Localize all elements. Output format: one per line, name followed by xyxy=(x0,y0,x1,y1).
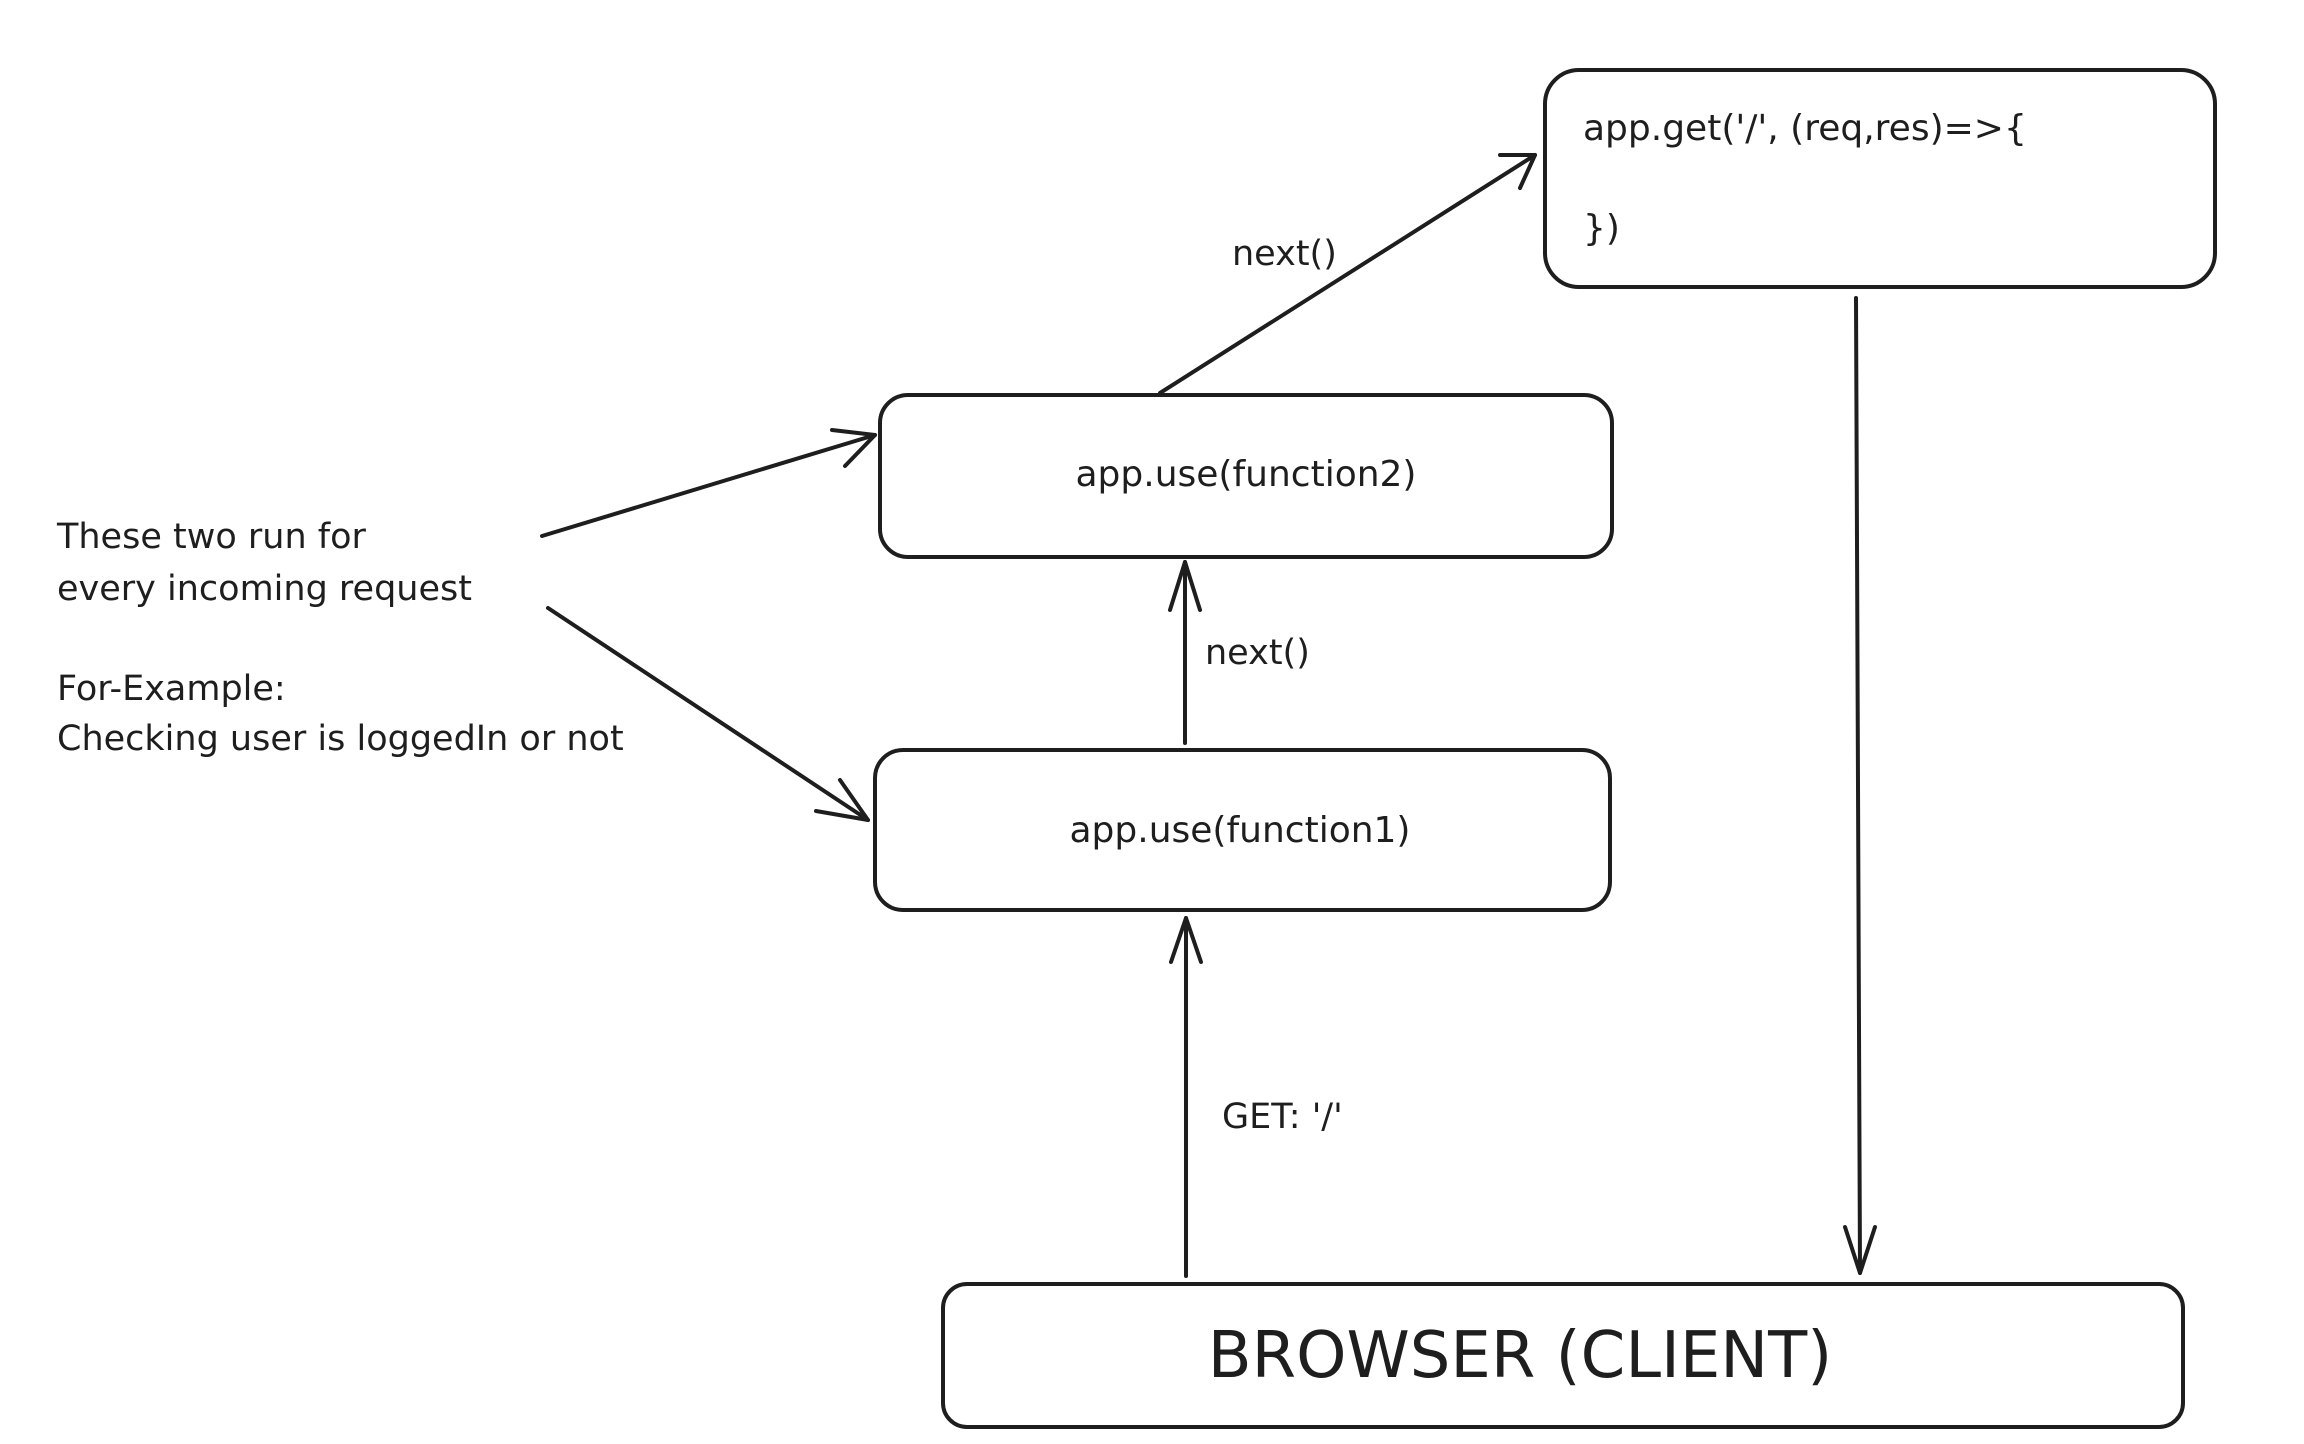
annotation-arrow-to-middleware1 xyxy=(546,606,870,822)
route-handler-code-line1: app.get('/', (req,res)=>{ xyxy=(1583,108,2027,149)
middleware2-label: app.use(function2) xyxy=(1076,454,1417,495)
annotation-line2: every incoming request xyxy=(57,569,472,609)
edge-label-next-upper: next() xyxy=(1232,234,1337,274)
annotation-line1: These two run for xyxy=(56,517,366,557)
middleware1-box xyxy=(873,748,1612,912)
annotation-arrow-to-middleware2 xyxy=(540,428,877,538)
arrow-request-to-middleware1 xyxy=(1169,916,1203,1278)
arrow-next-to-middleware2 xyxy=(1168,560,1202,745)
client-node: BROWSER (CLIENT) xyxy=(941,1282,2185,1429)
middleware1-node: app.use(function1) xyxy=(873,748,1612,912)
route-handler-code-line2: }) xyxy=(1583,208,1620,249)
route-handler-box xyxy=(1543,68,2217,289)
arrow-response-to-client xyxy=(1843,296,1877,1275)
middleware1-label: app.use(function1) xyxy=(1070,810,1411,851)
edge-label-request: GET: '/' xyxy=(1222,1097,1343,1137)
route-handler-node: app.get('/', (req,res)=>{ }) xyxy=(1543,68,2217,289)
annotation-line3: For-Example: xyxy=(57,669,286,709)
client-label: BROWSER (CLIENT) xyxy=(1208,1319,1832,1393)
middleware2-box xyxy=(878,393,1614,559)
client-box xyxy=(941,1282,2185,1429)
middleware2-node: app.use(function2) xyxy=(878,393,1614,559)
arrow-next-to-route xyxy=(1158,153,1537,395)
annotation-note: These two run for every incoming request… xyxy=(56,517,624,759)
annotation-line4: Checking user is loggedIn or not xyxy=(57,719,624,759)
edge-label-next-lower: next() xyxy=(1205,633,1310,673)
